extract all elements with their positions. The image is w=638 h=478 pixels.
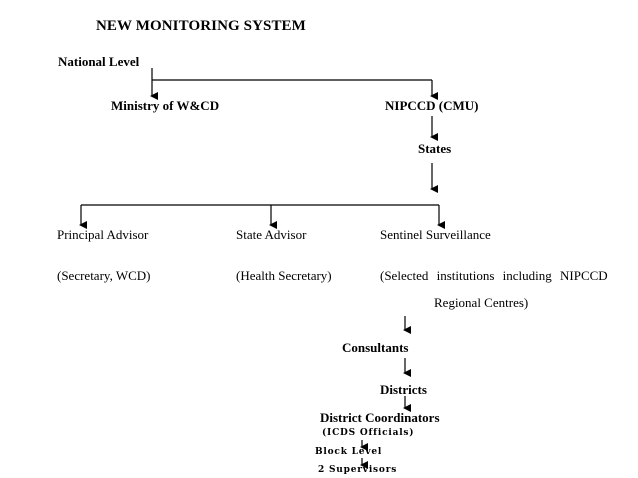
node-state-advisor: State Advisor: [236, 227, 307, 242]
node-states: States: [418, 141, 452, 156]
diagram-title: NEW MONITORING SYSTEM: [96, 18, 306, 34]
node-districts: Districts: [380, 382, 427, 397]
node-supervisors: 2 Supervisors: [318, 465, 398, 475]
node-sentinel-surveillance: Sentinel Surveillance: [380, 227, 491, 242]
node-district-coordinators: District Coordinators: [320, 410, 440, 425]
sentinel-subtitle-line-2: Regional Centres): [434, 295, 529, 310]
national-level-label: National Level: [58, 54, 140, 69]
state-advisor-subtitle: (Health Secretary): [236, 268, 332, 283]
node-nipccd: NIPCCD (CMU): [385, 98, 479, 113]
icds-officials-label: (ICDS Officials): [322, 428, 415, 438]
principal-advisor-subtitle: (Secretary, WCD): [57, 268, 151, 283]
node-ministry: Ministry of W&CD: [111, 98, 220, 113]
node-block-level: Block Level: [315, 447, 383, 457]
node-consultants: Consultants: [342, 340, 409, 355]
sentinel-subtitle-line-1: (Selected institutions including NIPCCD: [380, 268, 608, 283]
node-principal-advisor: Principal Advisor: [57, 227, 149, 242]
